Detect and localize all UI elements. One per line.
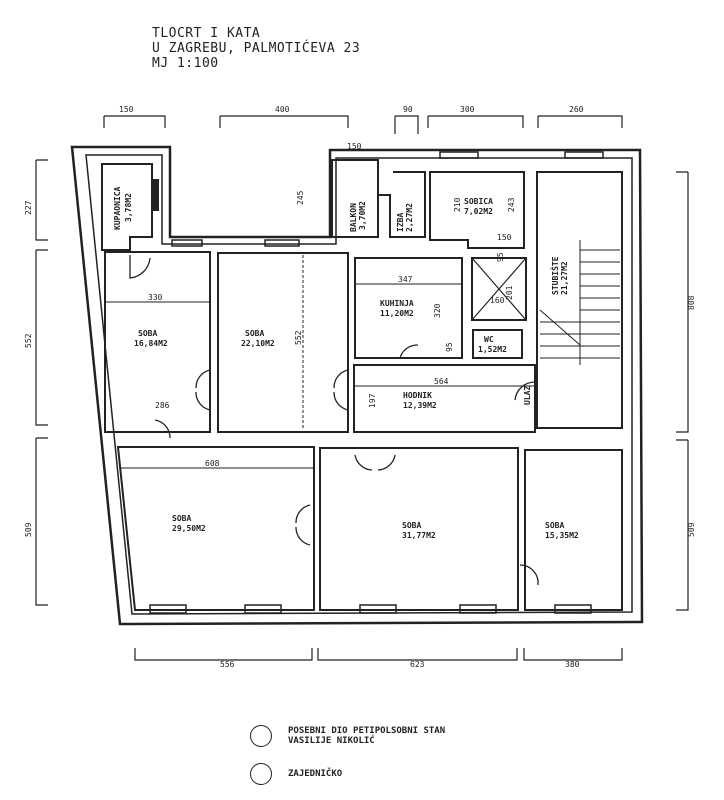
dimension-label: 556: [220, 660, 235, 669]
room-area: 3,70M2: [358, 201, 367, 230]
room-area: 7,02M2: [464, 207, 493, 216]
room-sobica: [429, 171, 525, 249]
dimension-lines: [35, 115, 689, 661]
room-balkon: [331, 159, 379, 238]
dimension-label: 197: [368, 393, 377, 408]
title-line-2: U ZAGREBU, PALMOTIĆEVA 23: [152, 41, 361, 56]
room-area: 3,78M2: [124, 193, 133, 222]
dimension-label: 95: [445, 342, 454, 352]
dimension-label: 260: [569, 105, 584, 114]
dimension-label: 347: [398, 275, 413, 284]
window: [151, 179, 159, 211]
room-name: HODNIK: [403, 391, 432, 400]
legend-text: POSEBNI DIO PETIPOLSOBNI STAN: [288, 726, 446, 736]
dimension-label: 150: [119, 105, 134, 114]
dimension-label: 210: [453, 197, 462, 212]
room-area: 22,10M2: [241, 339, 275, 348]
room-name: SOBA: [402, 521, 421, 530]
legend-item-private: POSEBNI DIO PETIPOLSOBNI STAN VASILIJE N…: [250, 725, 445, 747]
dimension-label: 608: [205, 459, 220, 468]
dimension-label: 227: [24, 200, 33, 215]
room-stubiste: [536, 171, 623, 429]
lift-cross: [471, 257, 527, 321]
room-name: BALKON: [349, 203, 358, 232]
legend-circle-icon: [250, 725, 272, 747]
room-name: KUPAONICA: [113, 186, 122, 230]
room-kuhinja: [354, 257, 463, 359]
dimension-label: 509: [24, 522, 33, 537]
room-area: 12,39M2: [403, 401, 437, 410]
room-hodnik: [353, 364, 536, 433]
room-soba-29: [116, 446, 315, 611]
dimension-label: 243: [507, 197, 516, 212]
room-soba-16: [104, 251, 211, 433]
room-area: 11,20M2: [380, 309, 414, 318]
doors: [129, 255, 539, 586]
room-area: 2,27M2: [405, 203, 414, 232]
dimension-label: 150: [497, 233, 512, 242]
dimension-label: 201: [505, 285, 514, 300]
stairs: [539, 240, 620, 365]
dimension-label: 330: [148, 293, 163, 302]
dimension-label: 245: [296, 190, 305, 205]
room-name: ULAZ: [523, 386, 532, 405]
dimension-label: 623: [410, 660, 425, 669]
title-line-1: TLOCRT I KATA: [152, 26, 261, 41]
dimension-label: 300: [460, 105, 475, 114]
legend-item-common: ZAJEDNIČKO: [250, 763, 342, 785]
room-area: 31,77M2: [402, 531, 436, 540]
room-name: SOBA: [545, 521, 564, 530]
room-area: 15,35M2: [545, 531, 579, 540]
dimension-label: 564: [434, 377, 449, 386]
dimension-label: 380: [565, 660, 580, 669]
dimension-label: 150: [347, 142, 362, 151]
dimension-label: 160: [490, 296, 505, 305]
room-area: 29,50M2: [172, 524, 206, 533]
room-izba: [378, 171, 426, 238]
dimension-label: 95: [496, 252, 505, 262]
dimension-label: 400: [275, 105, 290, 114]
room-kupaonica: [101, 163, 153, 251]
room-wc: [472, 329, 523, 359]
dimension-label: 286: [155, 401, 170, 410]
dimension-label: 320: [433, 303, 442, 318]
legend-circle-icon: [250, 763, 272, 785]
lift-shaft: [471, 257, 527, 321]
dimension-label: 808: [687, 295, 696, 310]
room-name: IZBA: [396, 213, 405, 232]
inner-wall-outline: [85, 154, 633, 615]
room-area: 16,84M2: [134, 339, 168, 348]
room-area: 1,52M2: [478, 345, 507, 354]
room-soba-31: [319, 447, 519, 611]
room-name: SOBA: [245, 329, 264, 338]
outer-wall: [70, 145, 644, 626]
room-name: SOBA: [138, 329, 157, 338]
legend-text: ZAJEDNIČKO: [288, 769, 343, 779]
room-name: STUBIŠTE: [549, 256, 560, 295]
room-name: WC: [484, 335, 494, 344]
dimension-label: 509: [687, 522, 696, 537]
room-name: KUHINJA: [380, 299, 414, 308]
dimension-label: 552: [294, 330, 303, 345]
dimension-label: 90: [403, 105, 413, 114]
scale-label: MJ 1:100: [152, 56, 219, 71]
plan-title: TLOCRT I KATA U ZAGREBU, PALMOTIĆEVA 23 …: [152, 26, 360, 71]
room-name: SOBICA: [464, 197, 493, 206]
legend-text: VASILIJE NIKOLIĆ: [288, 736, 375, 746]
windows: [149, 151, 604, 614]
room-soba-22: [217, 252, 349, 433]
dimension-label: 552: [24, 333, 33, 348]
room-soba-15: [524, 449, 623, 611]
room-name: SOBA: [172, 514, 191, 523]
room-area: 21,27M2: [560, 261, 569, 295]
